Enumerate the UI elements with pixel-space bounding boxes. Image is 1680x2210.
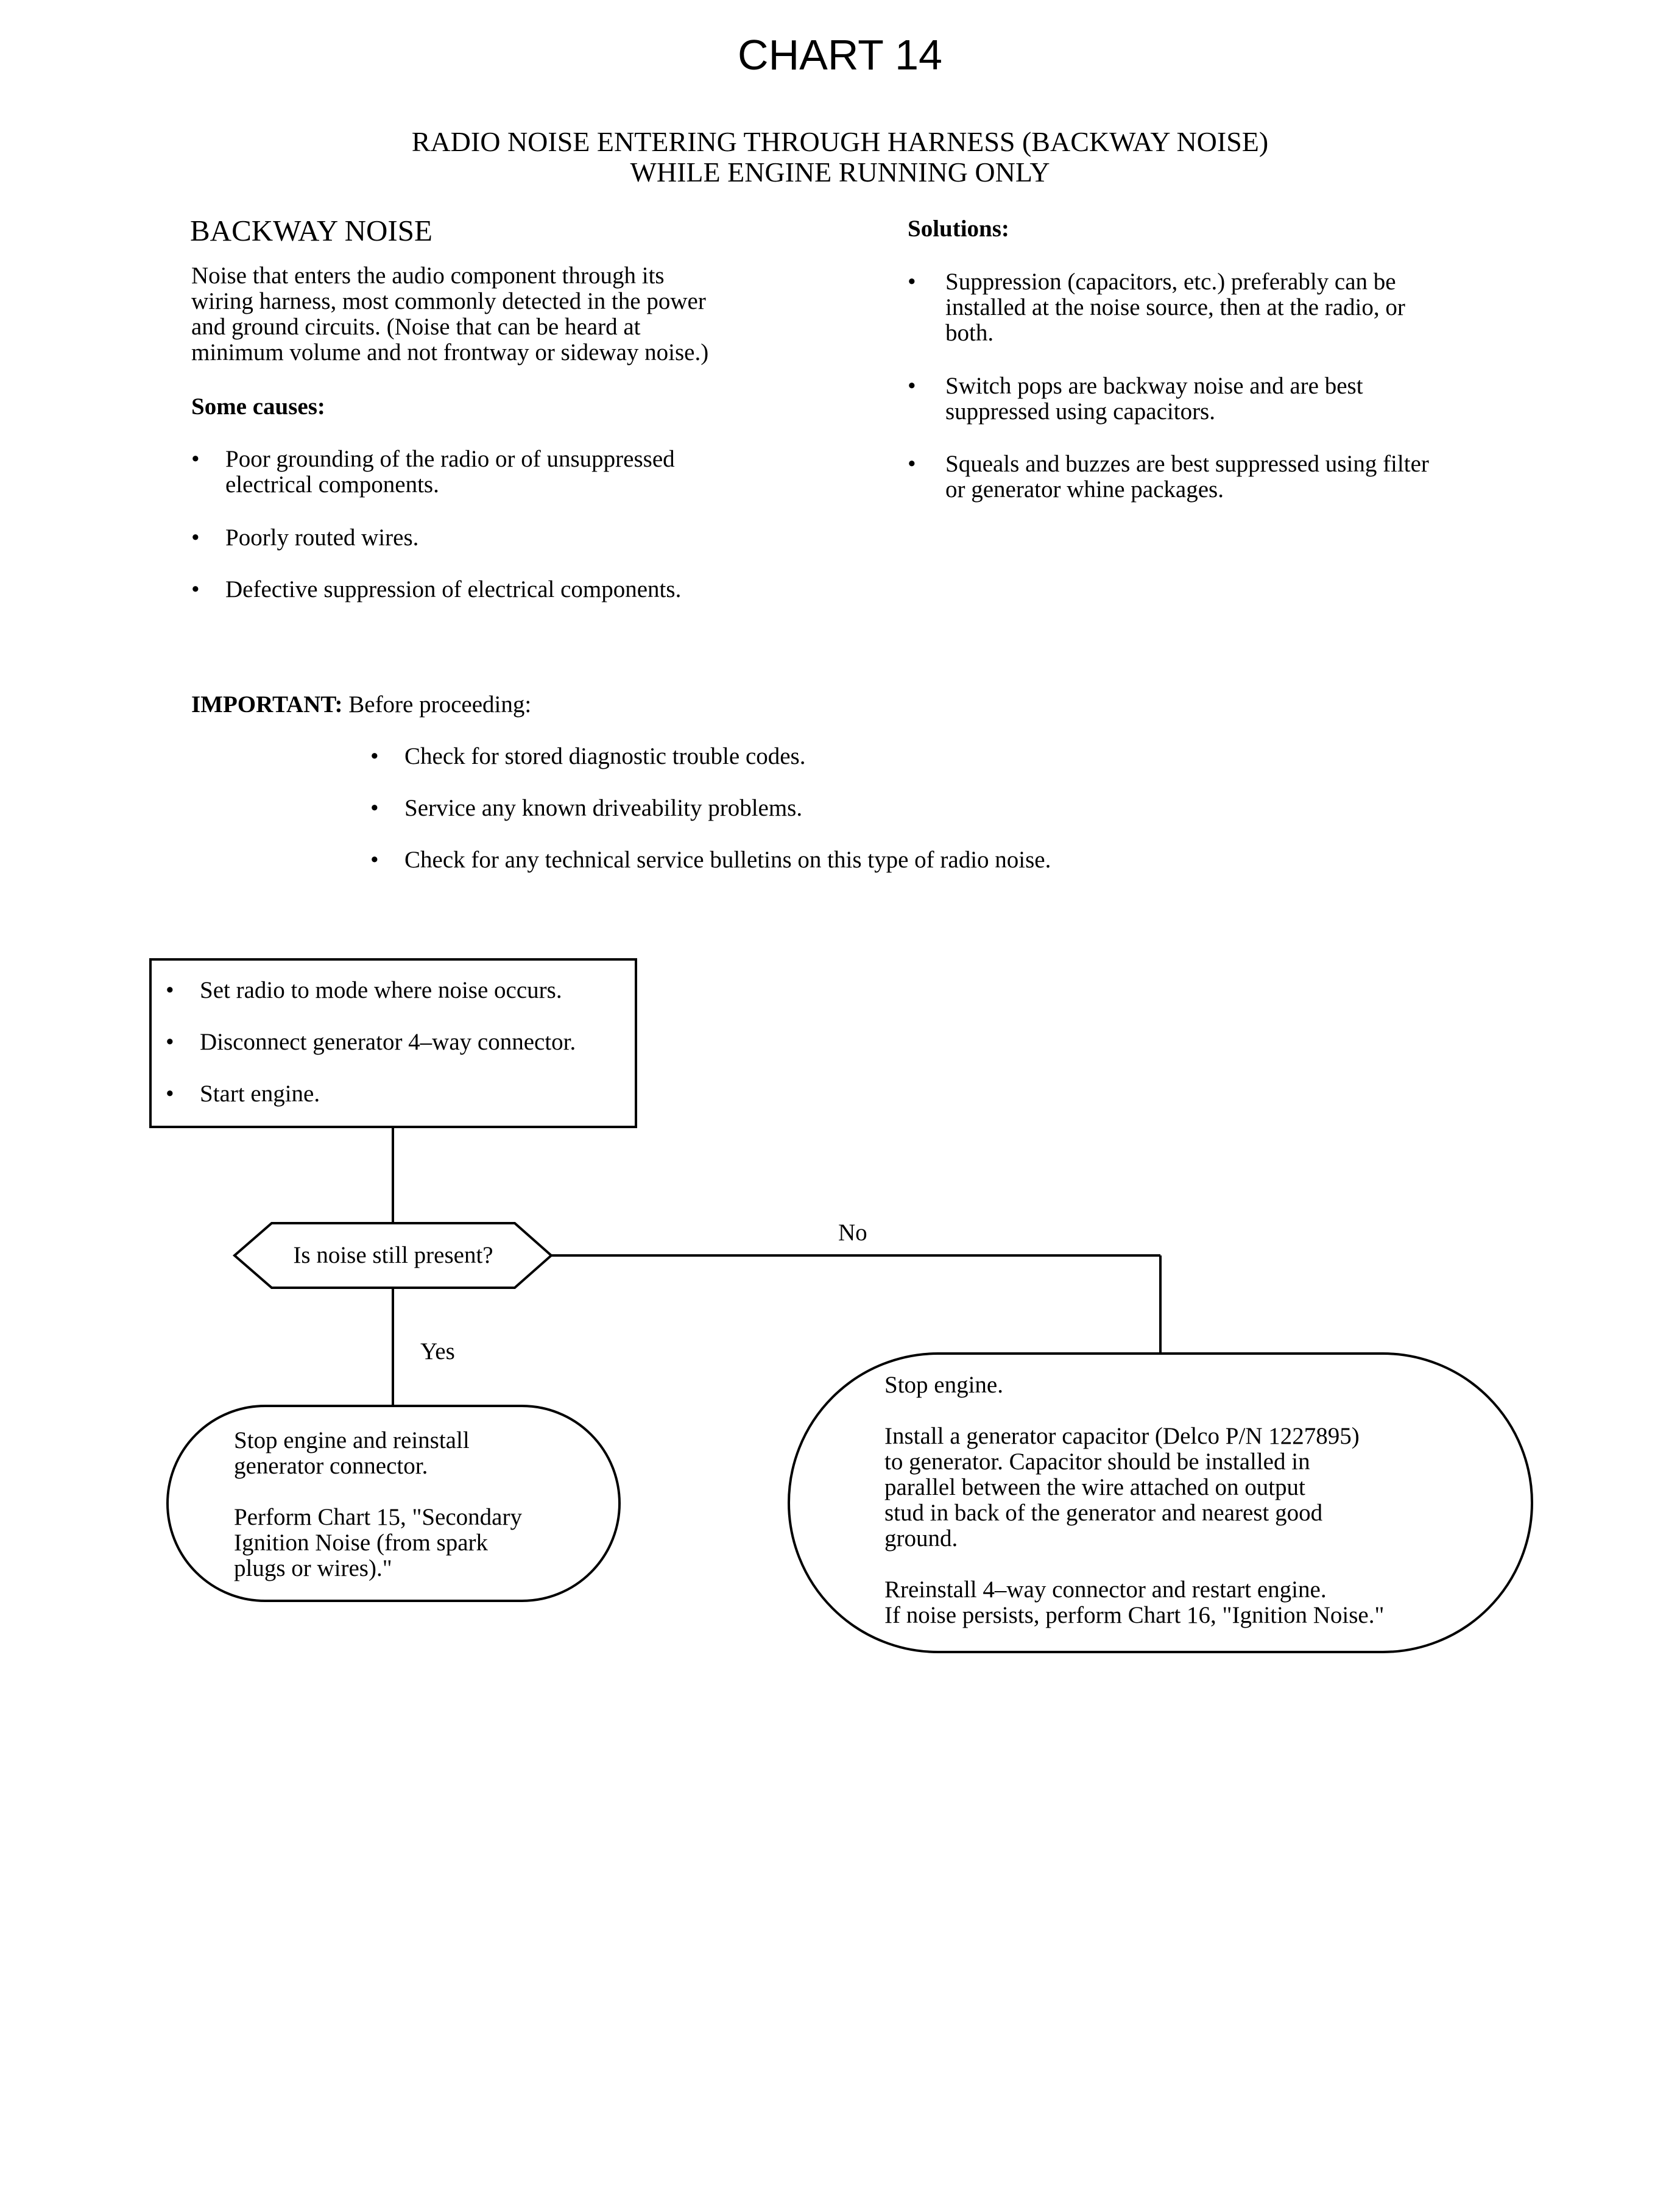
- backway-description: Noise that enters the audio component th…: [191, 263, 708, 365]
- solution-line: suppressed using capacitors.: [945, 398, 1215, 425]
- result-line: generator connector.: [234, 1453, 428, 1479]
- yes-result-terminal: [166, 1405, 621, 1602]
- cause-line: electrical components.: [225, 471, 439, 498]
- result-line: Install a generator capacitor (Delco P/N…: [884, 1423, 1360, 1449]
- subtitle-line-1: RADIO NOISE ENTERING THROUGH HARNESS (BA…: [411, 126, 1269, 157]
- solution-line: both.: [945, 320, 994, 346]
- start-step-text: Start engine.: [200, 1081, 320, 1107]
- cause-line: Poor grounding of the radio or of unsupp…: [225, 446, 675, 472]
- solution-line: or generator whine packages.: [945, 476, 1224, 503]
- result-line: to generator. Capacitor should be instal…: [884, 1449, 1310, 1475]
- subtitle-line-2: WHILE ENGINE RUNNING ONLY: [630, 157, 1050, 188]
- solution-line: installed at the noise source, then at t…: [945, 294, 1405, 320]
- solution-line: Switch pops are backway noise and are be…: [945, 373, 1363, 399]
- no-label: No: [838, 1220, 867, 1246]
- bullet-icon: [166, 1029, 174, 1055]
- cause-line: Poorly routed wires.: [225, 524, 419, 551]
- solutions-heading: Solutions:: [908, 216, 1009, 242]
- result-line: Perform Chart 15, "Secondary: [234, 1504, 522, 1530]
- important-label: IMPORTANT:: [191, 691, 343, 718]
- result-spacer: [884, 1398, 1494, 1424]
- yes-result-text: Stop engine and reinstall generator conn…: [234, 1428, 599, 1581]
- causes-heading: Some causes:: [191, 394, 325, 420]
- result-line: plugs or wires).": [234, 1555, 392, 1581]
- result-line: stud in back of the generator and neares…: [884, 1500, 1323, 1526]
- start-step-text: Set radio to mode where noise occurs.: [200, 977, 562, 1003]
- no-result-terminal: [788, 1352, 1533, 1653]
- result-line: Rreinstall 4–way connector and restart e…: [884, 1576, 1327, 1603]
- solution-line: Suppression (capacitors, etc.) preferabl…: [945, 269, 1396, 295]
- chart-title: CHART 14: [738, 31, 942, 79]
- backway-heading: BACKWAY NOISE: [190, 214, 432, 247]
- yes-label: Yes: [420, 1338, 455, 1364]
- description-line: and ground circuits. (Noise that can be …: [191, 314, 641, 340]
- description-line: wiring harness, most commonly detected i…: [191, 288, 706, 314]
- important-item-text: Check for stored diagnostic trouble code…: [404, 743, 806, 769]
- result-line: Stop engine.: [884, 1372, 1003, 1398]
- description-line: Noise that enters the audio component th…: [191, 263, 665, 289]
- important-item-text: Service any known driveability problems.: [404, 795, 803, 821]
- bullet-icon: [166, 1081, 174, 1107]
- decision-question: Is noise still present?: [293, 1242, 493, 1268]
- chart-subtitle: RADIO NOISE ENTERING THROUGH HARNESS (BA…: [0, 127, 1680, 188]
- result-line: parallel between the wire attached on ou…: [884, 1474, 1305, 1500]
- solution-line: Squeals and buzzes are best suppressed u…: [945, 451, 1429, 477]
- result-line: ground.: [884, 1525, 958, 1552]
- result-line: If noise persists, perform Chart 16, "Ig…: [884, 1602, 1385, 1628]
- result-spacer: [234, 1479, 599, 1505]
- result-spacer: [884, 1552, 1494, 1577]
- important-note: IMPORTANT: Before proceeding:: [191, 692, 531, 718]
- important-lead: Before proceeding:: [348, 691, 532, 718]
- result-line: Stop engine and reinstall: [234, 1427, 470, 1453]
- important-item-text: Check for any technical service bulletin…: [404, 847, 1051, 873]
- description-line: minimum volume and not frontway or sidew…: [191, 339, 709, 365]
- start-step-text: Disconnect generator 4–way connector.: [200, 1029, 576, 1055]
- cause-line: Defective suppression of electrical comp…: [225, 576, 682, 602]
- no-result-text: Stop engine. Install a generator capacit…: [884, 1372, 1494, 1628]
- bullet-icon: [166, 978, 174, 1003]
- result-line: Ignition Noise (from spark: [234, 1530, 489, 1556]
